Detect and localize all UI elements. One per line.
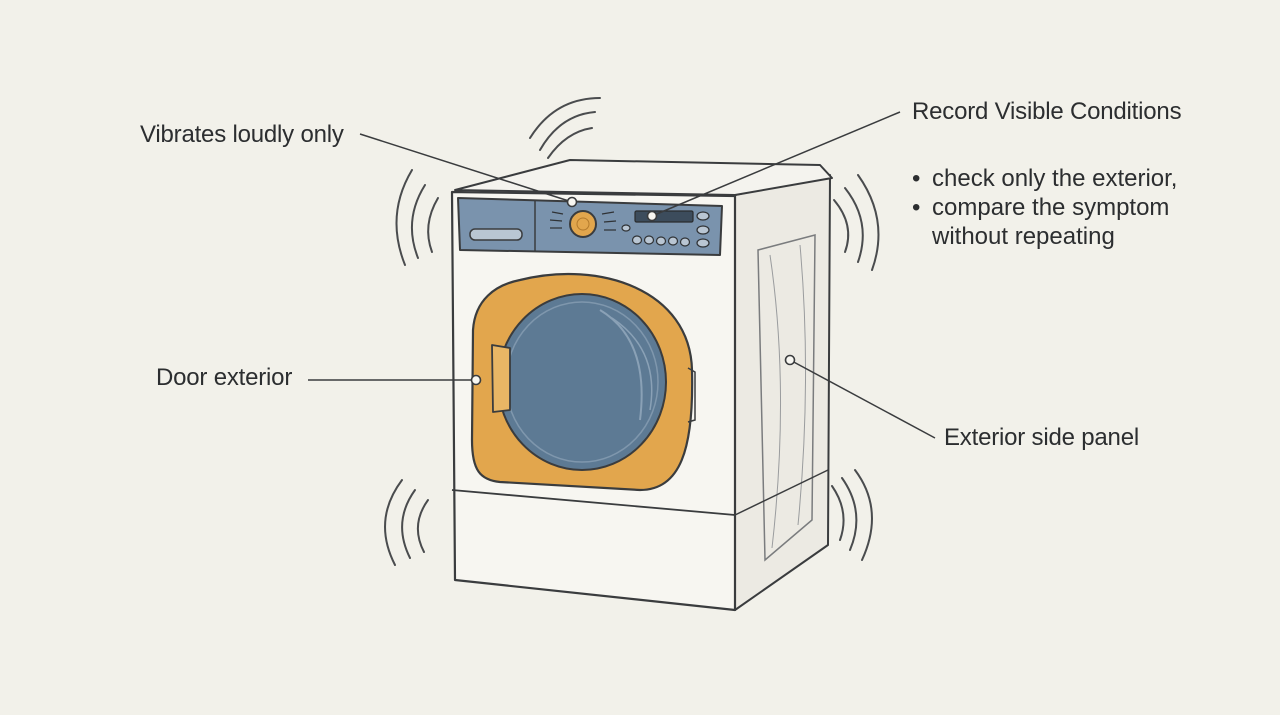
notes-list: check only the exterior, compare the sym… [910,164,1230,251]
dial-knob [569,210,597,238]
label-vibrates: Vibrates loudly only [140,121,344,148]
label-door: Door exterior [156,364,293,391]
note-item: check only the exterior, [910,164,1230,193]
leader-dots [470,196,796,386]
label-record-title: Record Visible Conditions [912,98,1182,125]
label-side-panel: Exterior side panel [944,424,1139,451]
note-item-continuation: without repeating [932,223,1115,250]
leader-lines [308,111,936,439]
vibration-arcs [384,97,880,566]
door-handle [491,344,511,413]
note-item: compare the symptom [910,193,1230,222]
top-surface [454,159,833,196]
